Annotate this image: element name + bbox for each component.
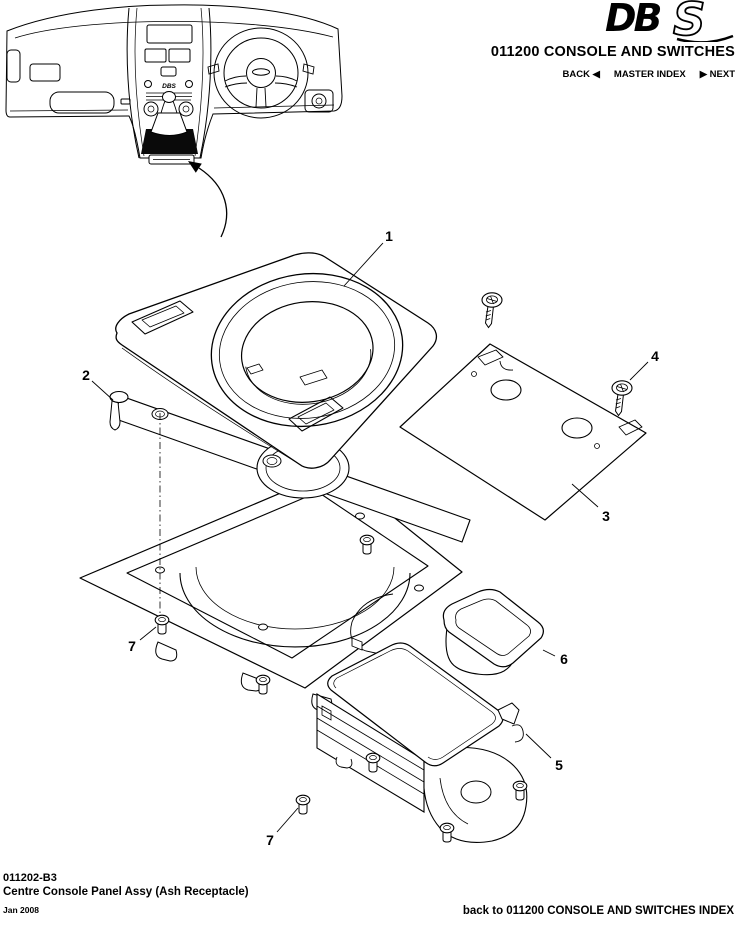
callout-number: 5	[555, 757, 563, 773]
doc-title: Centre Console Panel Assy (Ash Receptacl…	[3, 886, 249, 898]
back-link[interactable]: BACK ◀	[563, 69, 600, 80]
retaining-clip-part	[109, 390, 129, 431]
dashboard-illustration: DBS	[5, 4, 343, 165]
master-index-link[interactable]: MASTER INDEX	[613, 69, 686, 80]
rubber-insert-part	[442, 588, 544, 676]
callout-number: 7	[266, 832, 274, 848]
doc-number: 011202-B3	[3, 872, 57, 884]
logo-s-text: S	[673, 0, 705, 42]
console-badge: DBS	[162, 83, 176, 90]
leader-lines	[91, 242, 649, 833]
callout-number: 3	[602, 508, 610, 524]
back-to-index-link[interactable]: back to 011200 CONSOLE AND SWITCHES INDE…	[462, 905, 734, 917]
arrowhead	[188, 161, 202, 173]
ash-receptacle-part	[316, 642, 528, 843]
logo-swoosh	[676, 34, 734, 42]
footer-info: 011202-B3 Centre Console Panel Assy (Ash…	[3, 871, 249, 917]
gear-boot	[150, 112, 188, 136]
console-panel-part	[115, 252, 438, 469]
header-nav: BACK ◀ MASTER INDEX ▶ NEXT	[491, 69, 736, 80]
callout-number: 7	[128, 638, 136, 654]
callout-number: 2	[82, 367, 90, 383]
gasket-plate-part	[79, 469, 463, 712]
dbs-logo: DB S	[605, 0, 734, 42]
glovebox-trim	[49, 91, 115, 114]
back-arrow-icon: ◀	[592, 69, 600, 80]
callout-number: 6	[560, 651, 568, 667]
mounting-plate-part	[399, 343, 647, 521]
next-label: NEXT	[709, 69, 735, 80]
steering-wheel	[207, 27, 315, 119]
logo-db-text: DB	[605, 0, 661, 40]
dash-vent	[29, 63, 61, 82]
location-arrow	[188, 161, 228, 238]
callout-number: 4	[651, 348, 659, 364]
gear-knob	[162, 91, 176, 103]
callout-number: 1	[385, 228, 393, 244]
ignition-panel	[304, 89, 334, 113]
console-screen	[146, 24, 193, 44]
next-link[interactable]: ▶ NEXT	[700, 69, 735, 80]
header: DB S 011200 CONSOLE AND SWITCHES BACK ◀ …	[491, 0, 735, 80]
side-vent	[6, 49, 21, 83]
back-label: BACK	[562, 69, 590, 80]
doc-date: Jan 2008	[3, 905, 39, 915]
page-title: 011200 CONSOLE AND SWITCHES	[490, 44, 735, 60]
next-arrow-icon: ▶	[699, 69, 708, 80]
ash-receptacle-highlight	[141, 129, 198, 154]
